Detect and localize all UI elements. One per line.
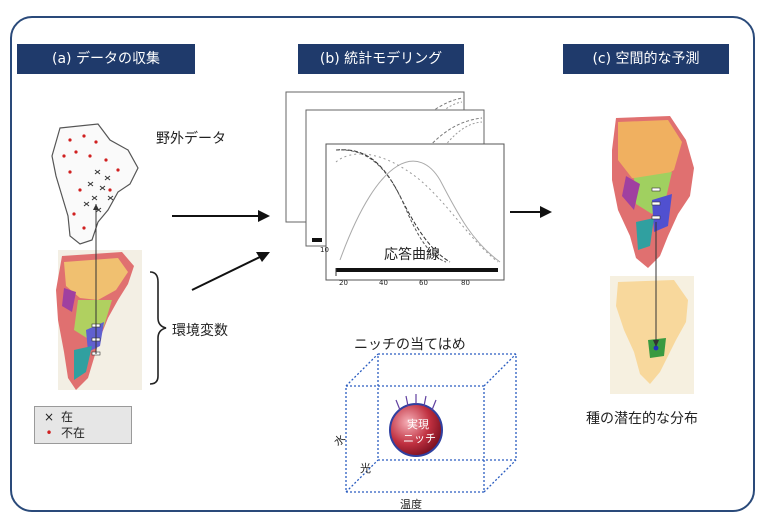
absent-marker-icon: • [45,426,53,440]
arrows-a-to-b [172,210,270,291]
env-vars-label: 環境変数 [172,323,228,339]
axis-light-label: 光 [360,462,371,475]
realized-niche-text-2: ニッチ [403,432,436,445]
panel-b-header: (b) 統計モデリング [298,44,464,74]
realized-niche-text-1: 実現 [407,418,429,431]
env-variable-map [56,204,142,390]
brace [149,271,167,385]
predicted-env-map [612,116,694,268]
presence-points [83,169,114,213]
arrow-b-to-c [510,206,552,218]
plot-tick-60: 60 [419,279,428,287]
potential-distribution-map [610,222,694,394]
potential-distribution-label: 種の潜在的な分布 [586,411,698,427]
legend-present-label: 在 [61,410,74,424]
plot-tick-20: 20 [339,279,348,287]
legend-present: ×在 [41,409,73,425]
plot-tick-back: 10 [320,246,329,254]
plot-tick-40: 40 [379,279,388,287]
field-data-label: 野外データ [156,131,226,147]
response-curve-plots [285,91,505,281]
present-marker-icon: × [43,410,55,424]
response-curve-label: 応答曲線 [384,247,440,263]
field-data-map [51,123,139,245]
niche-fit-label: ニッチの当てはめ [354,337,466,353]
legend-absent: • 不在 [41,425,85,441]
niche-arrows [395,394,437,411]
panel-c-header: (c) 空間的な予測 [563,44,729,74]
legend-absent-label: 不在 [61,426,86,440]
plot-tick-80: 80 [461,279,470,287]
niche-cube [345,353,517,493]
absence-points [62,134,120,230]
panel-a-header: (a) データの収集 [17,44,195,74]
axis-temp-label: 温度 [400,498,422,511]
legend: ×在 •不在 [34,406,132,444]
